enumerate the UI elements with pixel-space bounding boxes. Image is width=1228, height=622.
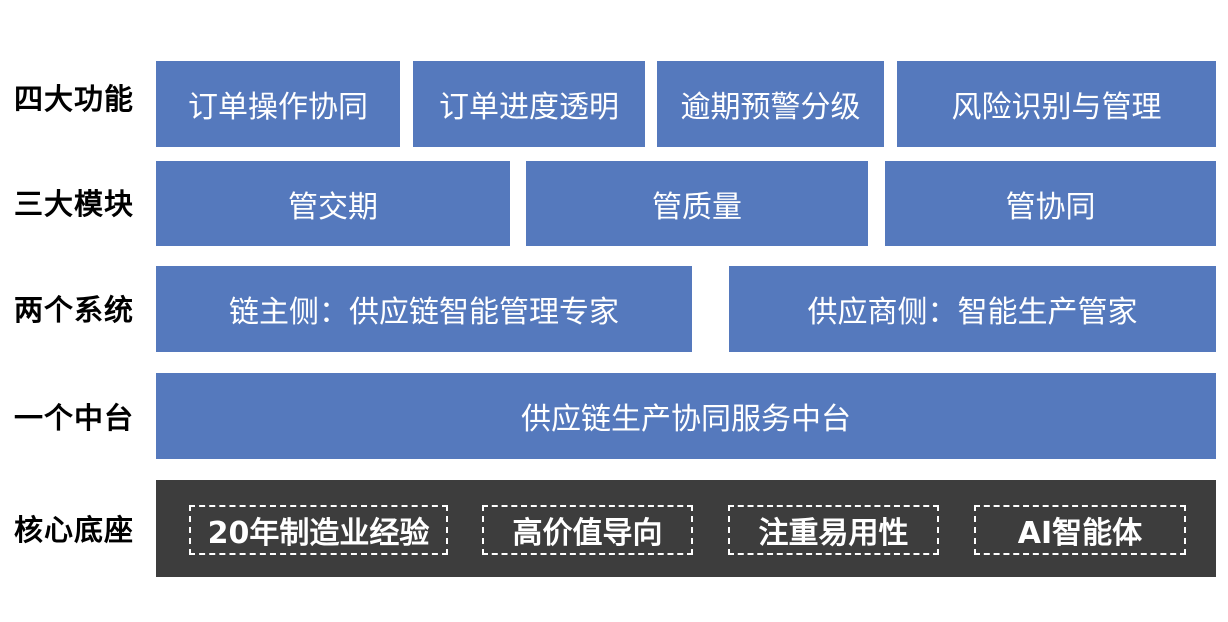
foundation-tag: 注重易用性 — [728, 505, 939, 555]
module-block: 管交期 — [156, 161, 510, 246]
platform-block: 供应链生产协同服务中台 — [156, 373, 1216, 459]
row-label-functions: 四大功能 — [14, 82, 135, 116]
row-label-systems: 两个系统 — [14, 293, 135, 327]
foundation-base — [156, 480, 1216, 577]
row-label-modules: 三大模块 — [14, 187, 135, 221]
function-block: 订单进度透明 — [413, 61, 645, 147]
function-block: 风险识别与管理 — [897, 61, 1216, 147]
row-label-platform: 一个中台 — [14, 401, 135, 435]
row-label-foundation: 核心底座 — [14, 513, 135, 547]
foundation-tag: AI智能体 — [974, 505, 1186, 555]
system-block: 链主侧：供应链智能管理专家 — [156, 266, 692, 352]
function-block: 逾期预警分级 — [657, 61, 884, 147]
foundation-tag: 高价值导向 — [482, 505, 693, 555]
module-block: 管协同 — [885, 161, 1216, 246]
foundation-tag: 20年制造业经验 — [189, 505, 448, 555]
function-block: 订单操作协同 — [156, 61, 400, 147]
system-block: 供应商侧：智能生产管家 — [729, 266, 1216, 352]
module-block: 管质量 — [526, 161, 868, 246]
